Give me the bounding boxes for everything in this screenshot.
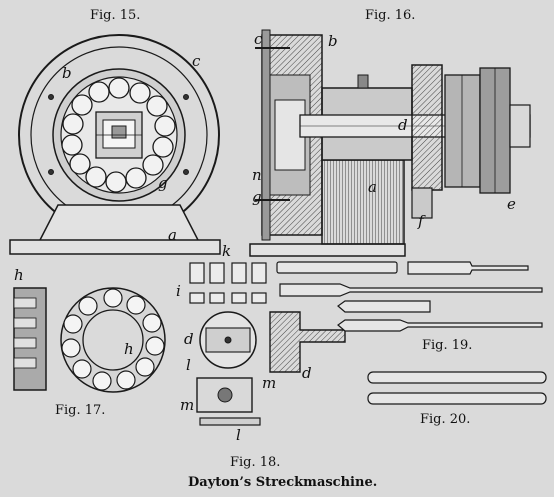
- fig20-label: Fig. 20.: [420, 412, 471, 427]
- fig17-letter-h-ring: h: [124, 340, 134, 358]
- fig18-letter-d-disk: d: [184, 330, 194, 348]
- fig17-letter-h-side: h: [14, 266, 24, 284]
- fig16-drawing: [249, 29, 531, 257]
- fig18-letter-k: k: [222, 242, 232, 260]
- fig19-label: Fig. 19.: [422, 338, 473, 353]
- fig20-drawing: [367, 371, 547, 405]
- plate-caption: Dayton’s Streckmaschine.: [188, 475, 378, 490]
- fig16-letter-g: g: [252, 188, 262, 206]
- fig16-letter-f: f: [418, 212, 424, 230]
- fig15-letter-a: a: [168, 226, 177, 244]
- fig16-letter-e: e: [507, 195, 516, 213]
- fig18-letter-l-lower: l: [236, 426, 241, 444]
- fig18-letter-i: i: [176, 282, 181, 300]
- fig16-letter-c: c: [254, 30, 263, 48]
- fig17-label: Fig. 17.: [55, 403, 106, 418]
- fig18-letter-m-right: m: [262, 374, 277, 392]
- fig19-drawing: [276, 261, 543, 332]
- fig18-letter-m-left: m: [180, 396, 195, 414]
- fig15-letter-g: g: [158, 174, 168, 192]
- fig16-letter-d: d: [398, 116, 408, 134]
- fig18-letter-l-upper: l: [186, 356, 191, 374]
- fig17-drawing: [13, 287, 166, 393]
- fig16-letter-b: b: [328, 32, 338, 50]
- fig18-drawing: [189, 262, 346, 426]
- fig18-letter-d-section: d: [302, 364, 312, 382]
- fig15-rollers: [61, 77, 176, 193]
- fig16-label: Fig. 16.: [365, 8, 416, 23]
- fig15-drawing: [9, 34, 221, 255]
- fig16-letter-n: n: [252, 166, 262, 184]
- fig16-letter-a: a: [368, 178, 377, 196]
- fig15-letter-c: c: [192, 52, 201, 70]
- fig18-label: Fig. 18.: [230, 455, 281, 470]
- fig15-label: Fig. 15.: [90, 8, 141, 23]
- fig15-letter-b: b: [62, 64, 72, 82]
